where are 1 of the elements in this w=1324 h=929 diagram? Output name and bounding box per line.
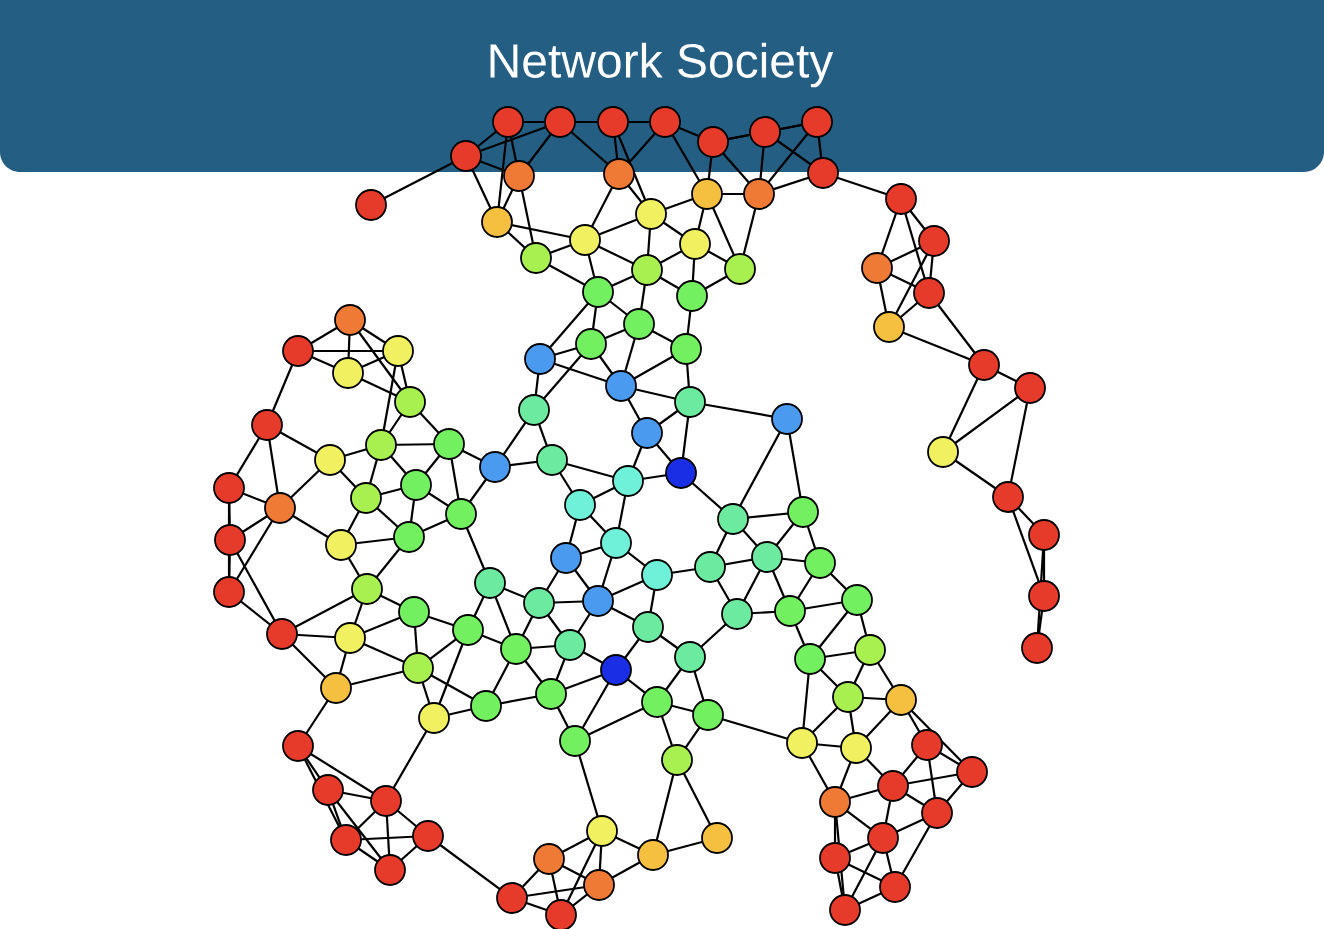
title-banner: Network Society xyxy=(0,0,1324,172)
